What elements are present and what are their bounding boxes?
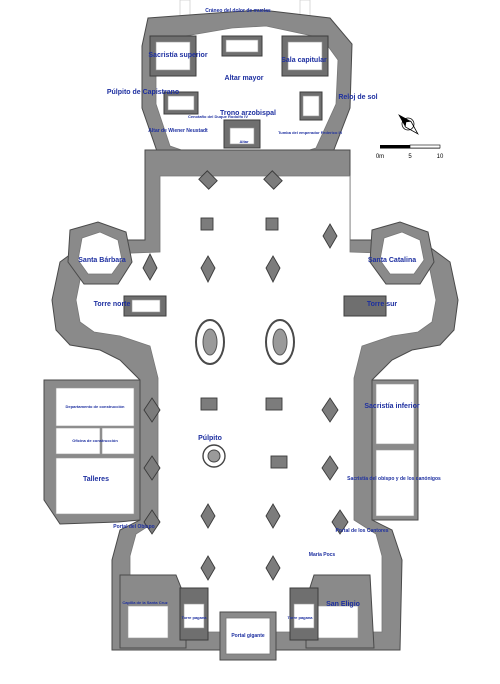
cathedral-walls <box>51 9 459 651</box>
left-annex <box>43 379 141 525</box>
label-talleres: Talleres <box>83 476 109 483</box>
label-altar: Altar <box>239 139 249 144</box>
label-craneo: Cráneo del dolor de muelas <box>205 8 271 14</box>
towers <box>123 295 387 317</box>
label-capilla-santa-cruz: Capilla de la Santa Cruz <box>122 600 167 605</box>
label-portal-gigante: Portal gigante <box>231 633 265 639</box>
front-towers <box>119 574 375 661</box>
upper-rooms <box>149 35 329 149</box>
nave-pillars <box>142 170 349 581</box>
label-santa-barbara: Santa Bárbara <box>78 257 126 264</box>
pulpit-stair <box>202 444 226 468</box>
label-torre-sur: Torre sur <box>367 301 397 308</box>
label-maria-pocs: María Pocs <box>309 552 336 558</box>
label-trono: Trono arzobispal <box>220 110 276 117</box>
nave-ovals <box>195 319 295 365</box>
label-torre-pagana-der: Torre pagana <box>287 615 313 620</box>
label-santa-catalina: Santa Catalina <box>368 257 416 264</box>
scale-tick-5: 5 <box>408 154 412 160</box>
label-torre-norte: Torre norte <box>94 301 131 308</box>
label-san-eligio: San Eligio <box>326 601 360 608</box>
label-pulpito-capistrano: Púlpito de Capistrano <box>107 89 179 96</box>
label-cenotafio: Cenotafio del Duque Rodolfo IV <box>188 114 248 119</box>
label-tumba: Tumba del emperador Federico III <box>278 130 342 135</box>
right-annex <box>371 379 419 521</box>
label-departamento: Departamento de construcción <box>66 404 125 409</box>
north-arrow-icon <box>398 114 419 135</box>
scale-tick-10: 10 <box>437 154 444 160</box>
label-sacristia-inferior: Sacristía inferior <box>364 403 420 410</box>
label-pulpito: Púlpito <box>198 435 222 442</box>
label-reloj-sol: Reloj de sol <box>338 94 377 101</box>
label-torre-pagana-izq: Torre pagana <box>181 615 207 620</box>
label-portal-cantores: Portal de los Cantores <box>335 528 388 534</box>
scale-tick-0: 0m <box>376 154 384 160</box>
label-oficina: Oficina de construcción <box>72 438 118 443</box>
label-sala-capitular: Sala capitular <box>281 57 327 64</box>
room-labels: Cráneo del dolor de muelas Sacristía sup… <box>66 8 441 639</box>
label-altar-mayor: Altar mayor <box>225 75 264 82</box>
label-sacristia-superior: Sacristía superior <box>148 52 207 59</box>
label-sacristia-obispo: Sacristía del obispo y de los canónigos <box>347 476 441 482</box>
label-altar-wiener: Altar de Wiener Neustadt <box>148 128 208 134</box>
label-portal-obispo: Portal del Obispo <box>113 524 154 530</box>
scale-bar: 0m 5 10 <box>376 144 444 160</box>
side-chapels <box>67 221 435 285</box>
